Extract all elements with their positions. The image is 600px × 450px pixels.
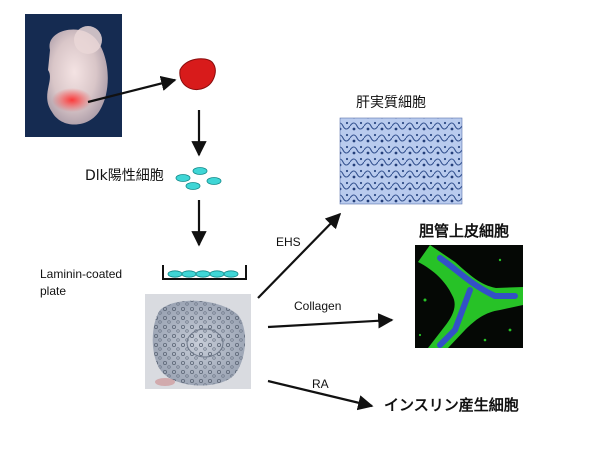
ehs-label: EHS	[276, 235, 301, 249]
hepatocyte-label: 肝実質細胞	[356, 95, 426, 111]
arrow-ra	[267, 379, 374, 411]
ra-label: RA	[312, 377, 329, 391]
cholangiocyte-label: 胆管上皮細胞	[419, 222, 510, 240]
laminin-plate	[162, 265, 247, 280]
cholangiocyte-micrograph	[415, 245, 523, 348]
arrow-ehs	[257, 212, 342, 299]
arrow-collagen	[267, 313, 394, 329]
liver-shape	[179, 58, 216, 91]
dlk-cells-label: Dlk陽性細胞	[85, 168, 164, 184]
laminin-plate-label-line1: Laminin-coated	[40, 267, 123, 281]
insulin-cell-label: インスリン産生細胞	[384, 396, 519, 414]
embryo-photo	[25, 14, 122, 137]
arrow-embryo-to-liver	[87, 75, 177, 104]
hepatocyte-micrograph	[339, 117, 463, 205]
colony-micrograph	[145, 294, 251, 389]
dlk-positive-cells	[175, 167, 222, 190]
laminin-plate-label-line2: plate	[40, 284, 67, 298]
collagen-label: Collagen	[294, 299, 342, 313]
